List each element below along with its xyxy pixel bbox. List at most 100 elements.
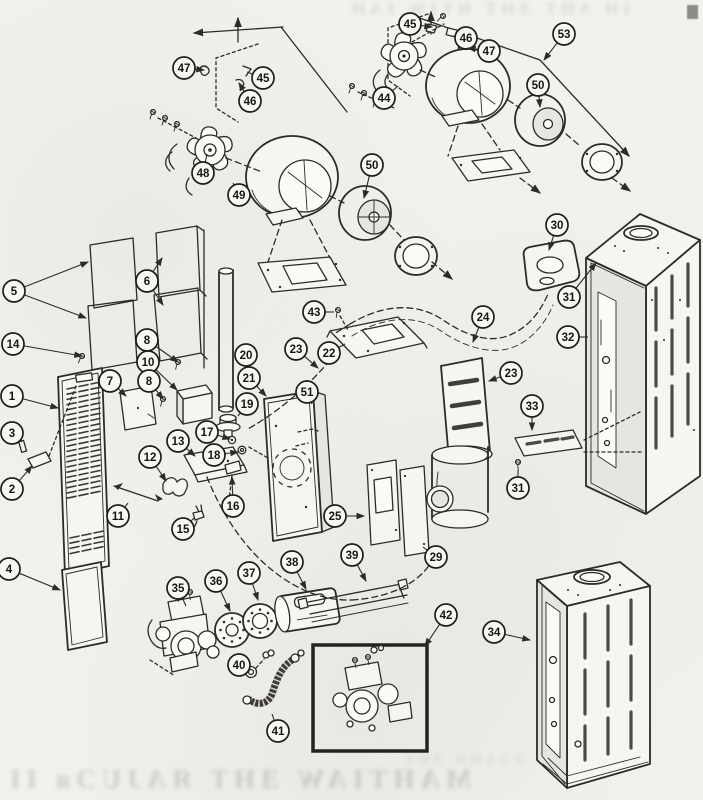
gas-valve-inset-42: [311, 643, 429, 753]
callout-circle: [191, 161, 215, 185]
callout-leader: [296, 571, 307, 590]
callout-number: 7: [107, 376, 113, 388]
callout-number: 8: [146, 376, 153, 388]
cover-panel-29: [399, 465, 430, 557]
callout-leader: [155, 389, 164, 400]
blower-housing-left: [245, 135, 339, 226]
callout-circle: [471, 305, 495, 329]
callout-leader: [220, 590, 231, 612]
callout-number: 24: [477, 312, 490, 324]
pipe-cap-19: [215, 413, 241, 438]
callout-49: 49: [227, 182, 251, 207]
blower-motor-left: [183, 123, 235, 174]
callout-number: 6: [144, 276, 150, 288]
callout-circle: [545, 213, 569, 237]
clip-12: [162, 477, 189, 497]
callout-leader: [18, 465, 33, 482]
cell-door-panel-21: [263, 390, 335, 542]
callout-leader: [391, 85, 399, 92]
callout-number: 18: [208, 450, 221, 462]
callout-circle: [454, 26, 478, 50]
washer-18: [237, 445, 269, 459]
scan-edge-mark: [687, 5, 698, 19]
callout-circle: [0, 384, 24, 408]
blower-motor-right: [377, 29, 429, 80]
callout-leader: [155, 345, 179, 363]
callout-4: 4: [0, 557, 62, 591]
callout-number: 29: [430, 552, 443, 564]
blower-wheel-left: [338, 185, 392, 241]
callout-number: 25: [329, 511, 342, 523]
callout-circle: [138, 445, 162, 469]
callout-29: 29: [422, 545, 448, 569]
callout-circle: [557, 285, 581, 309]
callout-circle: [166, 576, 190, 600]
callout-24: 24: [471, 305, 495, 344]
callout-22: 22: [317, 341, 346, 365]
callout-circle: [2, 279, 26, 303]
callout-14: 14: [1, 332, 84, 358]
mounting-plate-left: [257, 256, 347, 293]
callout-number: 34: [488, 627, 501, 639]
blower-wheel-right: [514, 93, 566, 147]
callout-circle: [0, 477, 24, 501]
callout-8: 8: [137, 369, 164, 400]
callout-circle: [204, 569, 228, 593]
callout-number: 17: [201, 427, 214, 439]
cabinet-32: [585, 213, 701, 515]
callout-leader: [424, 623, 441, 647]
mounting-plate-right: [451, 149, 531, 182]
callout-34: 34: [482, 620, 532, 644]
callout-leader: [117, 388, 127, 397]
inlet-ring-left: [394, 236, 438, 276]
door-clip-3: [18, 439, 28, 453]
callout-number: 33: [526, 401, 539, 413]
callout-circle: [424, 545, 448, 569]
callout-circle: [227, 183, 251, 207]
callout-leader: [152, 257, 163, 273]
cover-panel-25a: [366, 459, 401, 546]
callout-circle: [98, 369, 122, 393]
callout-30: 30: [545, 213, 569, 252]
callout-circle: [398, 12, 422, 36]
callout-leader: [228, 475, 236, 496]
callout-circle: [323, 504, 347, 528]
callout-circle: [482, 620, 506, 644]
callout-leader: [181, 597, 187, 607]
callout-5: 5: [2, 261, 90, 319]
callout-leader: [204, 153, 208, 163]
callout-circle: [434, 603, 458, 627]
callout-circle: [526, 73, 550, 97]
callout-2: 2: [0, 465, 33, 501]
callout-number: 4: [6, 564, 13, 576]
callout-number: 46: [244, 96, 257, 108]
callout-circle: [166, 429, 190, 453]
callout-leader: [251, 583, 259, 602]
callout-leader: [22, 398, 60, 410]
callout-circle: [340, 543, 364, 567]
callout-leader: [356, 564, 367, 582]
callout-47: 47: [172, 56, 206, 80]
callout-circle: [0, 421, 24, 445]
callout-leader: [238, 82, 246, 92]
callout-number: 14: [7, 339, 20, 351]
callout-number: 11: [112, 511, 125, 523]
callout-23: 23: [284, 337, 319, 369]
callout-number: 46: [460, 33, 473, 45]
gasket-37: [242, 603, 278, 639]
callout-circle: [234, 343, 258, 367]
callout-8: 8: [135, 328, 179, 363]
screw-8a: [171, 358, 182, 371]
callout-number: 12: [144, 452, 157, 464]
callout-53: 53: [543, 22, 576, 61]
callout-32: 32: [556, 325, 588, 349]
callout-25: 25: [323, 504, 366, 528]
callout-43: 43: [302, 300, 334, 324]
callout-circle: [266, 719, 290, 743]
callout-leader: [504, 633, 532, 642]
callout-circle: [137, 369, 161, 393]
callout-leader: [224, 449, 240, 457]
rod-11: [113, 483, 163, 502]
gas-control-35: [147, 588, 220, 677]
callout-number: 31: [563, 292, 576, 304]
